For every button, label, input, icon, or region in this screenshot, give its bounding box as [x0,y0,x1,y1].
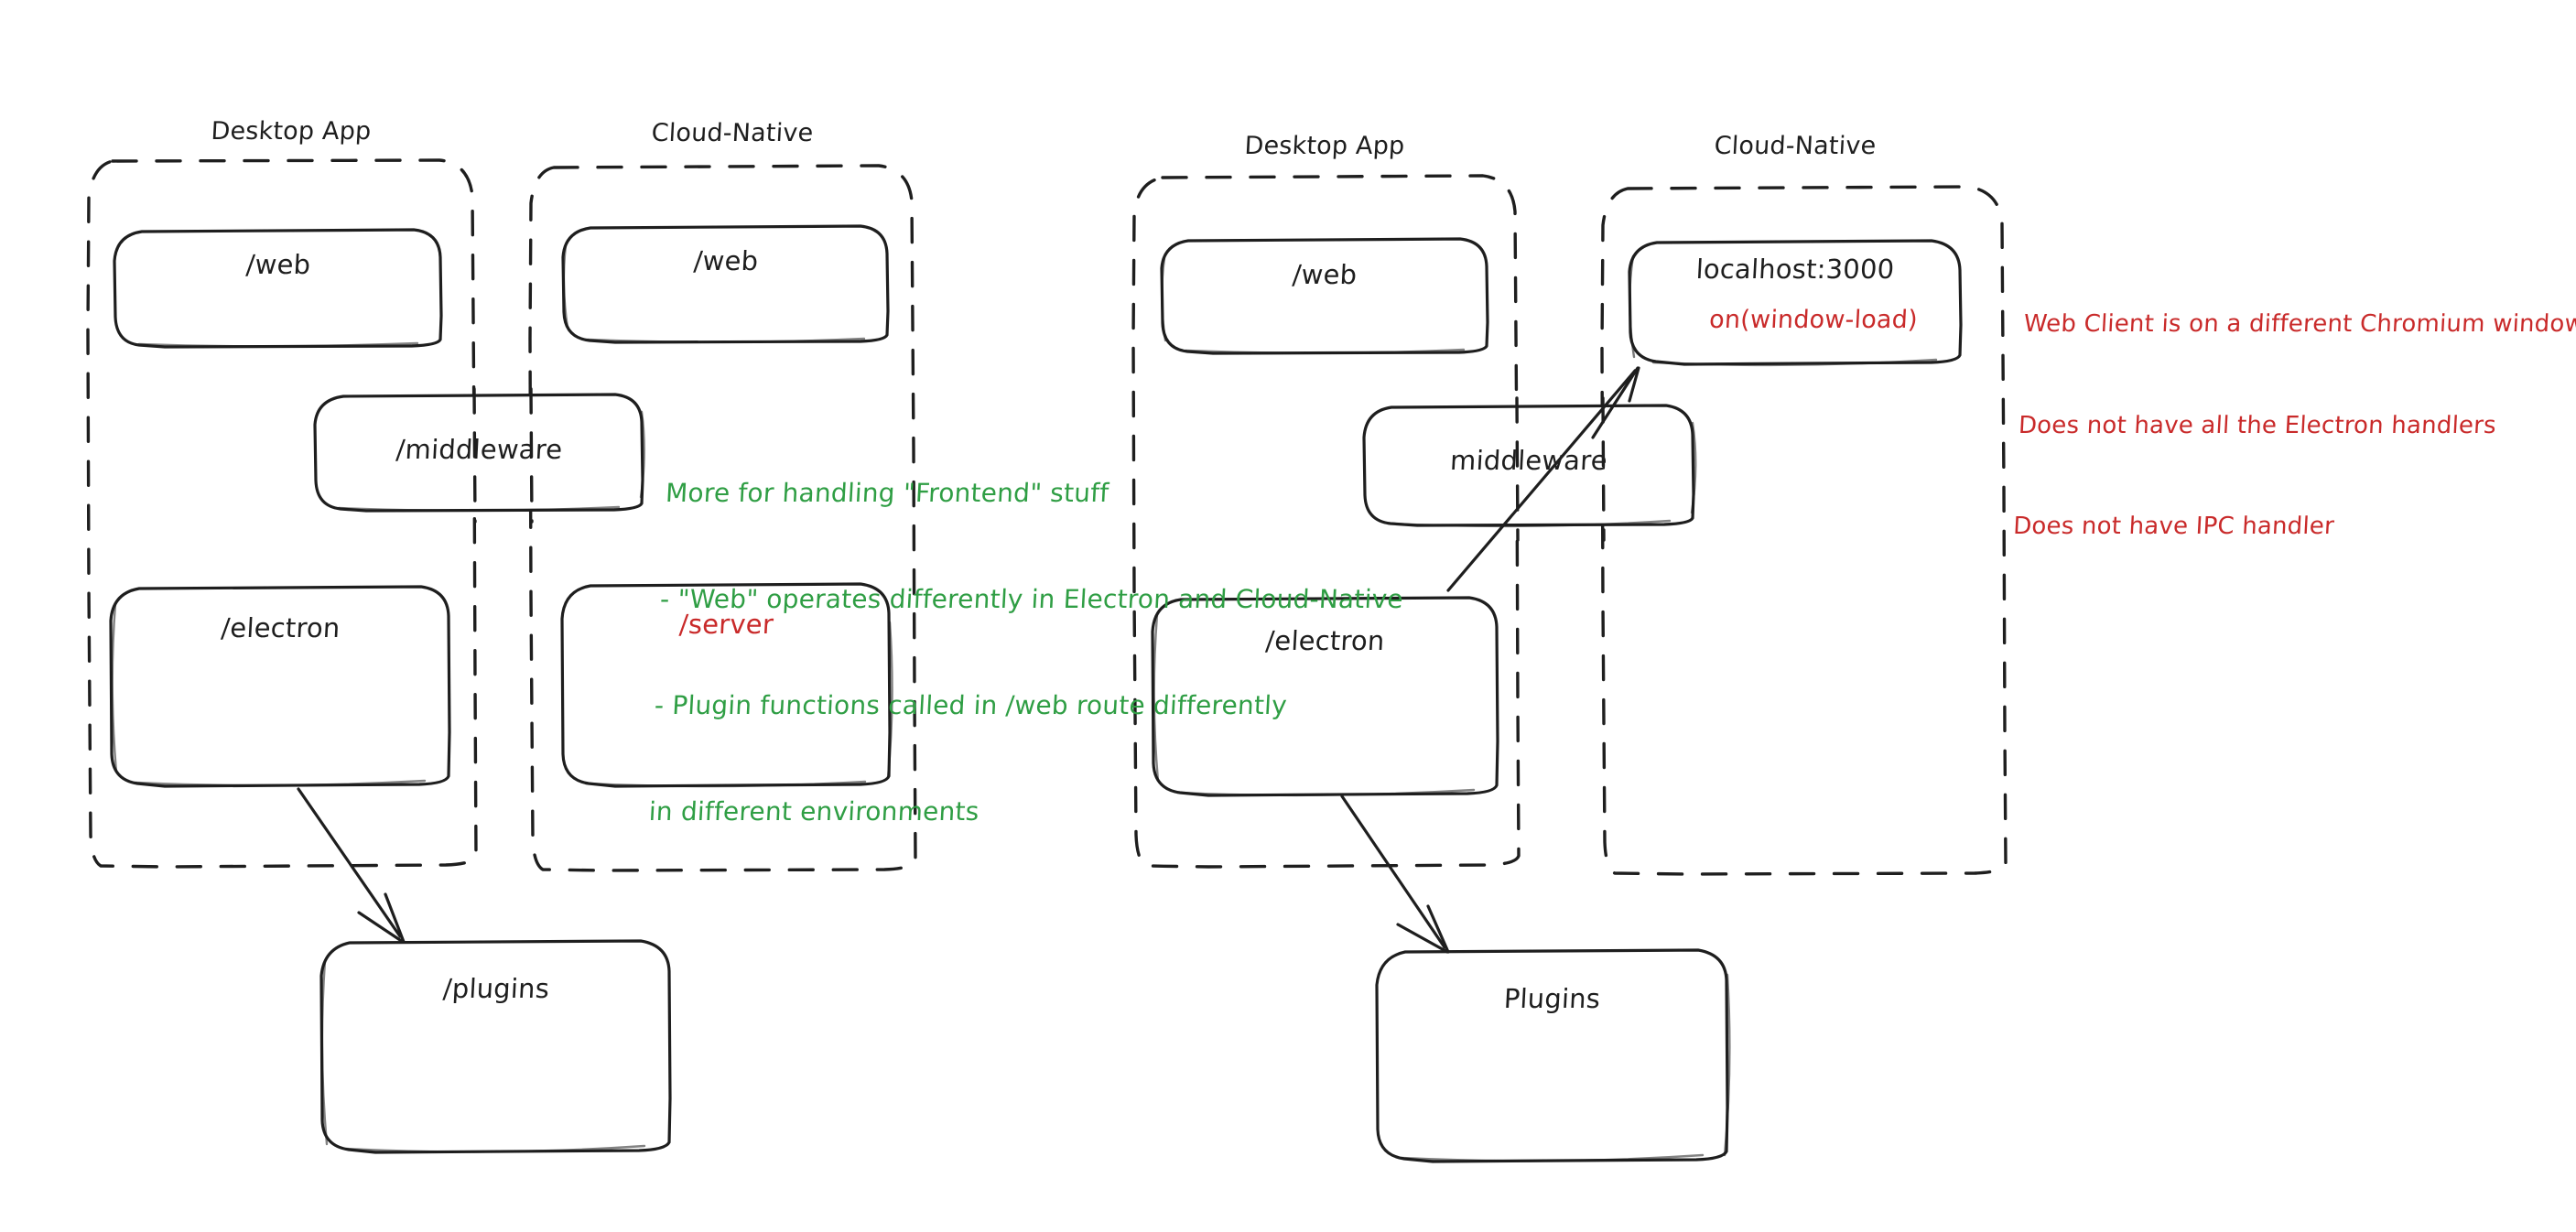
left-arrow-electron-to-plugins [297,787,406,944]
left-group-cloud-native-container [528,164,917,872]
red-note-line-3: Does not have IPC handler [2012,513,2335,541]
left-dashed-overlay-middleware [472,387,534,524]
right-node-label-localhost: localhost:3000 [1694,254,1896,285]
left-node-label-middleware: /middleware [395,434,564,465]
right-node-plugins [1375,948,1731,1163]
right-node-localhost-3000 [1628,239,1963,367]
left-node-plugins [319,939,672,1154]
red-annotation-note: Web Client is on a different Chromium wi… [2008,240,2576,611]
green-note-line-2: - "Web" operates differently in Electron… [659,584,1404,615]
right-arrow-electron-to-plugins [1340,794,1450,954]
left-node-label-web-cloud: /web [692,245,760,276]
left-group-label-cloud-native: Cloud-Native [650,119,815,147]
right-node-label-middleware: middleware [1449,445,1608,476]
right-node-web-desktop [1160,237,1489,355]
right-node-middleware [1362,404,1697,528]
right-arrow-electron-to-localhost [1446,366,1640,592]
red-note-line-2: Does not have all the Electron handlers [2018,411,2497,439]
green-note-line-4: in different environments [648,795,980,827]
right-group-desktop-app-container [1131,174,1521,869]
right-group-cloud-native-container [1600,185,2008,876]
right-group-label-cloud-native: Cloud-Native [1713,132,1878,160]
left-node-web-cloud [561,224,890,344]
left-node-label-electron: /electron [220,612,341,643]
right-node-electron [1151,596,1499,797]
right-node-label-web-desktop: /web [1291,259,1358,290]
green-annotation-note: More for handling "Frontend" stuff - "We… [644,405,1404,901]
right-group-label-desktop-app: Desktop App [1243,132,1406,160]
left-node-web-desktop [113,228,443,349]
green-note-line-1: More for handling "Frontend" stuff [665,478,1110,509]
left-group-desktop-app-container [86,158,478,869]
left-node-server [560,582,893,788]
right-node-label-plugins: Plugins [1502,983,1602,1014]
green-note-line-3: - Plugin functions called in /web route … [654,690,1288,720]
red-note-line-1: Web Client is on a different Chromium wi… [2023,309,2576,338]
left-node-electron [109,585,451,788]
right-node-sublabel-on-window-load: on(window-load) [1708,306,1919,334]
left-node-middleware [313,393,645,513]
left-node-label-web-desktop: /web [244,249,312,280]
left-node-label-plugins: /plugins [442,973,550,1004]
left-group-label-desktop-app: Desktop App [210,117,373,146]
